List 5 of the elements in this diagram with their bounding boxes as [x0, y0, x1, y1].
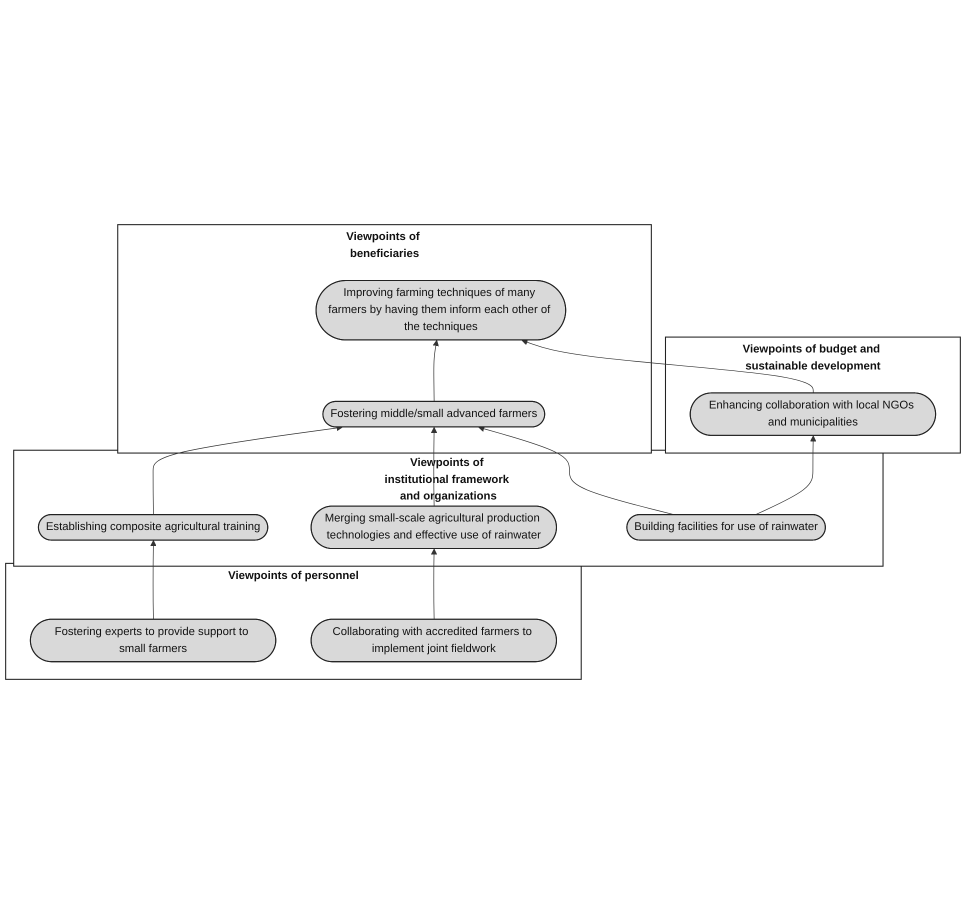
arrow [430, 426, 438, 506]
arrow [522, 338, 814, 394]
arrow [430, 548, 438, 620]
arrow [432, 340, 439, 402]
arrow [150, 540, 156, 620]
